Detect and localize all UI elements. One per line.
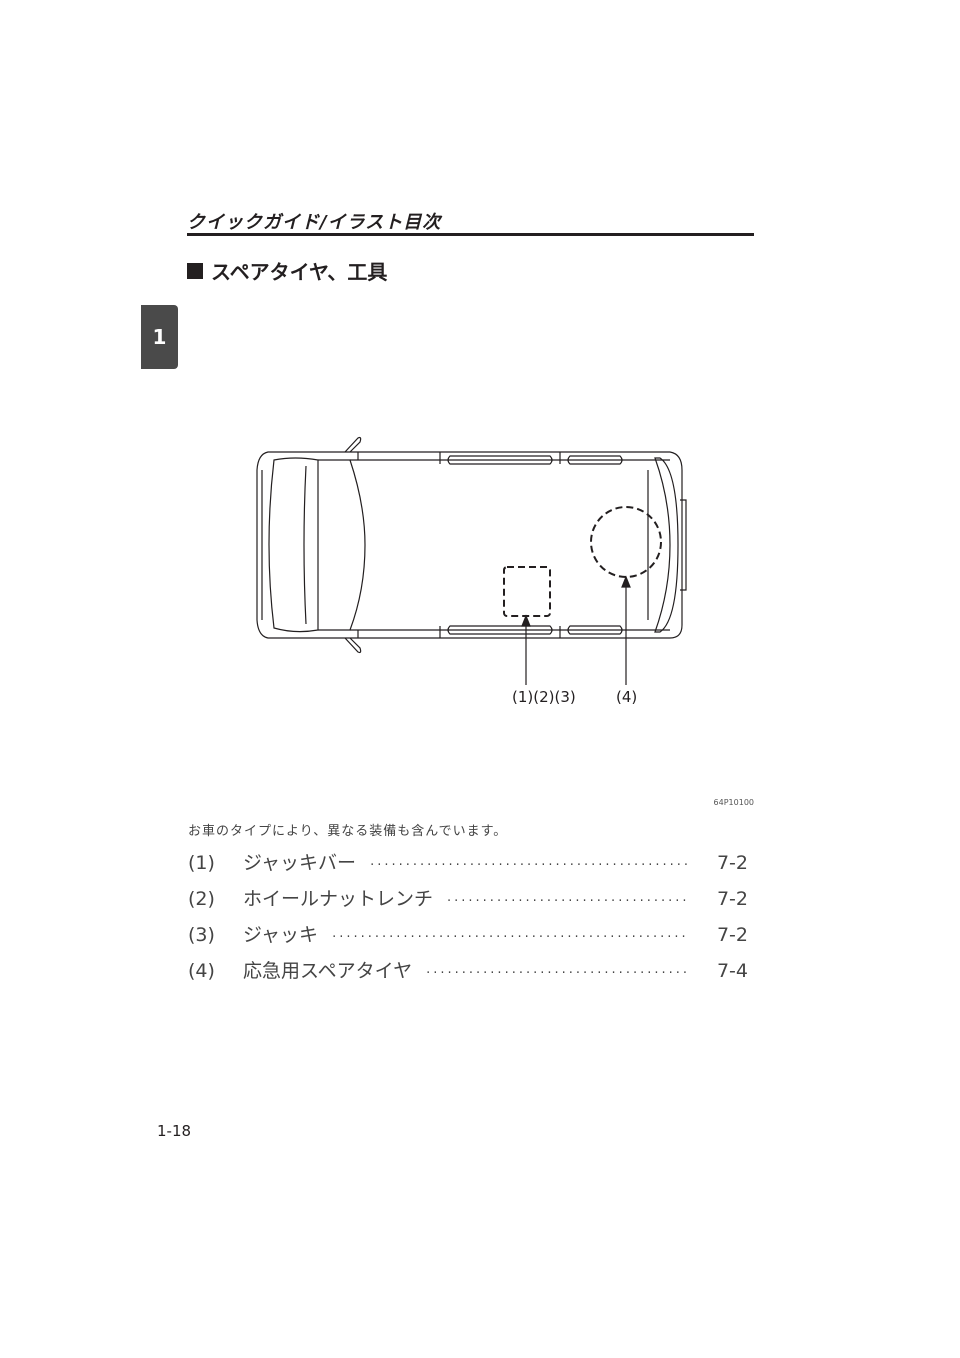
item-number: (4) — [188, 960, 215, 982]
header-rule — [187, 233, 754, 236]
leader-dots: ········································… — [332, 930, 688, 945]
section-heading: スペアタイヤ、工具 — [187, 256, 387, 285]
leader-dots: ········································… — [370, 858, 688, 873]
item-name: ジャッキ — [243, 924, 319, 946]
vehicle-outline-svg — [256, 436, 687, 685]
leader-dots: ········································… — [447, 894, 688, 909]
page-number: 1-18 — [157, 1122, 192, 1140]
item-name: 応急用スペアタイヤ — [243, 960, 413, 982]
chapter-tab: 1 — [141, 305, 178, 369]
list-item: (1) ジャッキバー ·····························… — [188, 848, 748, 878]
item-name: ホイールナットレンチ — [243, 888, 434, 910]
item-number: (2) — [188, 888, 215, 910]
figure-reference-code: 64P10100 — [713, 798, 754, 807]
list-item: (2) ホイールナットレンチ ·························… — [188, 884, 748, 914]
vehicle-top-view-diagram: (1)(2)(3) (4) — [250, 430, 700, 720]
leader-dots: ········································… — [426, 966, 688, 981]
item-page-ref: 7-2 — [716, 924, 748, 946]
item-page-ref: 7-2 — [716, 852, 748, 874]
callout-label-tools: (1)(2)(3) — [512, 688, 576, 706]
page-header-title: クイックガイド/イラスト目次 — [187, 212, 442, 233]
item-number: (3) — [188, 924, 215, 946]
equipment-note: お車のタイプにより、異なる装備も含んでいます。 — [188, 824, 508, 839]
list-item: (3) ジャッキ ·······························… — [188, 920, 748, 950]
item-page-ref: 7-4 — [716, 960, 748, 982]
square-bullet-icon — [187, 262, 203, 279]
item-name: ジャッキバー — [243, 852, 357, 874]
list-item: (4) 応急用スペアタイヤ ··························… — [188, 956, 748, 986]
item-number: (1) — [188, 852, 215, 874]
item-page-ref: 7-2 — [716, 888, 748, 910]
section-heading-text: スペアタイヤ、工具 — [211, 260, 388, 284]
callout-label-spare-tire: (4) — [616, 688, 638, 706]
